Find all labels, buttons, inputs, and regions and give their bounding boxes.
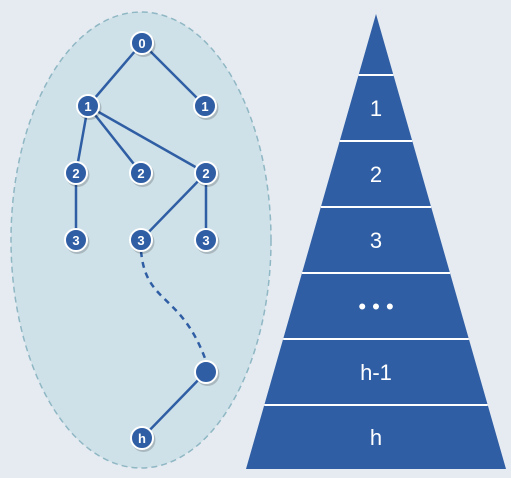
tree-node-root: 0 <box>130 31 156 57</box>
tree-edge-deep-leaf <box>141 371 207 439</box>
tree-node-l2b: 2 <box>129 161 155 187</box>
tree-node-circle <box>64 228 88 252</box>
tree-node-circle <box>76 94 100 118</box>
tree-node-deep <box>194 360 220 386</box>
tree-node-circle <box>129 228 153 252</box>
tree-edge-root-l1b <box>141 42 206 107</box>
tree-node-circle <box>129 161 153 185</box>
tree-node-circle <box>130 426 154 450</box>
tree-node-label: 1 <box>201 99 208 114</box>
tree-node-label: h <box>138 431 146 446</box>
tree-node-circle <box>194 228 218 252</box>
tree-node-leaf: h <box>130 426 156 452</box>
tree-node-label: 1 <box>84 99 91 114</box>
tree-node-label: 2 <box>137 166 144 181</box>
pyramid-level-label: h-1 <box>360 360 392 385</box>
pyramid-level-label: h <box>370 425 382 450</box>
tree-node-l3b: 3 <box>129 228 155 254</box>
pyramid-level-label: • • • <box>358 294 393 319</box>
tree-node-label: 3 <box>202 233 209 248</box>
tree-edge-l1a-l2b <box>87 105 142 174</box>
pyramid-level-label: 3 <box>370 228 382 253</box>
tree-edge-l2c-l3b <box>140 172 207 241</box>
tree-node-circle <box>194 360 218 384</box>
tree-node-l1b: 1 <box>193 94 219 120</box>
tree-edge-root-l1a <box>87 42 143 107</box>
tree-node-l1a: 1 <box>76 94 102 120</box>
tree-node-l3a: 3 <box>64 228 90 254</box>
tree-node-circle <box>194 161 218 185</box>
tree-edge-l1a-l2c <box>87 104 207 175</box>
tree-node-label: 0 <box>138 36 145 51</box>
tree-node-label: 3 <box>137 233 144 248</box>
pyramid-level-label: 1 <box>370 96 382 121</box>
tree-node-label: 2 <box>202 166 209 181</box>
pyramid-shape <box>246 14 506 469</box>
pyramid-levels: 1 2 3 • • • h-1 h <box>264 74 488 450</box>
pyramid-level-label: 2 <box>370 162 382 187</box>
tree-node-label: 3 <box>72 233 79 248</box>
tree-node-l2a: 2 <box>64 161 90 187</box>
tree-nodes: 0 1 1 2 2 2 3 3 3 h <box>64 31 220 452</box>
tree-node-circle <box>130 31 154 55</box>
tree-node-circle <box>193 94 217 118</box>
tree-node-l3c: 3 <box>194 228 220 254</box>
tree-node-circle <box>64 161 88 185</box>
tree-edge-l3b-deep <box>139 250 208 362</box>
tree-node-label: 2 <box>72 166 79 181</box>
tree-node-l2c: 2 <box>194 161 220 187</box>
